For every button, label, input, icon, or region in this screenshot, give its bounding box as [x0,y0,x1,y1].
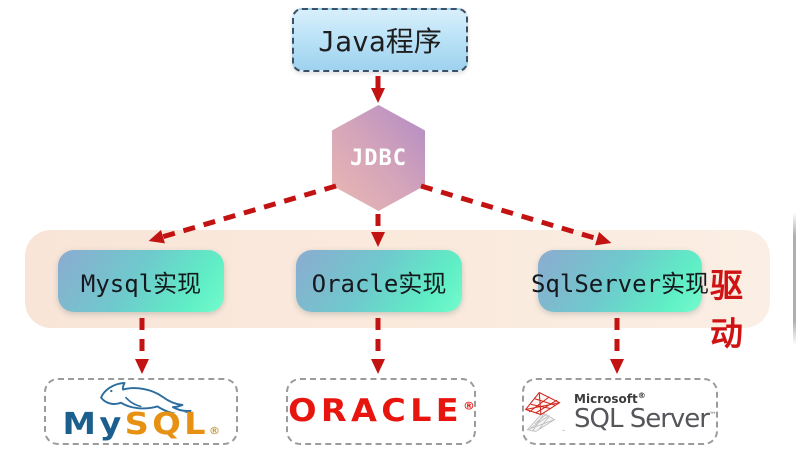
window-edge-line [793,212,796,345]
oracle-wordmark: ORACLE® [288,396,475,427]
oracle-impl-label: Oracle实现 [311,269,447,298]
sqlserver-impl-node: SqlServer实现 [531,250,709,312]
jdbc-hexagon-node: JDBC [332,105,425,211]
mysql-impl-node: Mysql实现 [58,250,224,312]
jdbc-label: JDBC [350,145,407,171]
mysql-impl-label: Mysql实现 [80,269,202,298]
sqlserver-impl-label: SqlServer实现 [530,269,710,298]
oracle-registered-mark: ® [462,399,475,413]
oracle-impl-node: Oracle实现 [296,250,462,312]
oracle-wordmark-text: ORACLE [287,393,463,429]
sqlserver-compass-icon: ™ [524,391,565,434]
mysql-logo-box: MySQL® [44,378,238,445]
sqlserver-logo-box: ™ Microsoft® SQL Server™ [522,378,718,445]
java-program-node: Java程序 [292,8,468,72]
sqlserver-trademark: ™ [709,409,717,419]
oracle-logo-box: ORACLE® [286,378,476,445]
sqlserver-text: SQL Server [574,403,710,434]
mysql-registered-mark: ® [208,426,220,437]
svg-text:™: ™ [561,429,565,434]
mysql-wordmark-my: My [62,407,125,442]
mysql-dolphin-icon [100,381,192,413]
mysql-wordmark: MySQL® [62,410,220,440]
driver-caption: 驱动 [710,266,744,353]
sqlserver-wordmark: Microsoft® SQL Server™ [574,390,717,434]
microsoft-text: Microsoft [574,391,638,406]
sqlserver-company-text: Microsoft® [574,390,716,406]
java-program-label: Java程序 [318,25,442,58]
mysql-wordmark-sql: SQL [124,407,209,442]
sqlserver-product-text: SQL Server™ [574,403,717,434]
microsoft-registered-mark: ® [637,390,646,400]
